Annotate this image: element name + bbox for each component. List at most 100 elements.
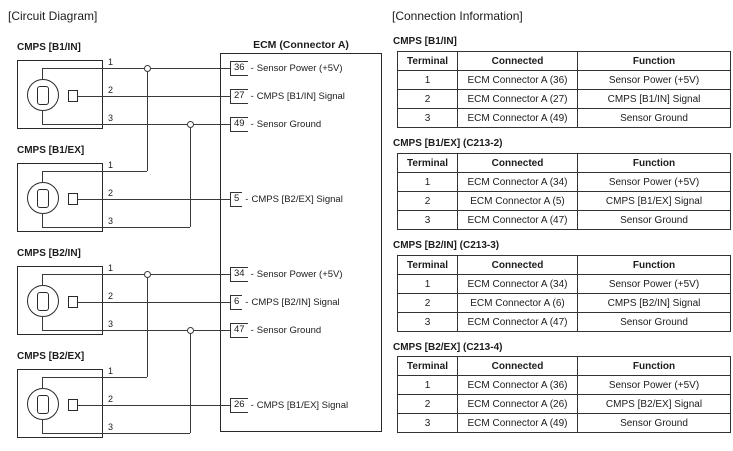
table-cell: Sensor Ground xyxy=(577,108,731,128)
terminal-number: 5 xyxy=(230,191,243,207)
junction-dot xyxy=(144,65,151,72)
terminal-number: 6 xyxy=(230,294,243,310)
wire-b1ex-pin3 xyxy=(42,227,190,228)
table-header-row: Terminal Connected Function xyxy=(397,255,731,275)
sensor-pin-icon xyxy=(68,193,78,205)
table-row: 1 ECM Connector A (34) Sensor Power (+5V… xyxy=(397,172,731,192)
table-cell: ECM Connector A (27) xyxy=(457,89,578,109)
table-cell: 3 xyxy=(397,210,458,230)
table-cell: 3 xyxy=(397,108,458,128)
ecm-terminal-5: 5-CMPS [B2/EX] Signal xyxy=(230,191,343,207)
table-cell: ECM Connector A (36) xyxy=(457,70,578,90)
connector-outline-b2-ex xyxy=(17,369,103,438)
terminal-separator: - xyxy=(250,324,254,336)
ecm-terminal-6: 6-CMPS [B2/IN] Signal xyxy=(230,294,340,310)
sensor-slot-icon xyxy=(37,395,49,414)
wire-b1ex-pin2 xyxy=(78,199,230,200)
wire-segment xyxy=(42,377,43,389)
wire-ground-bus-1 xyxy=(190,124,191,227)
terminal-number: 26 xyxy=(230,397,248,413)
table-cell: 1 xyxy=(397,375,458,395)
table-cell: 2 xyxy=(397,89,458,109)
terminal-function: CMPS [B2/EX] Signal xyxy=(251,193,343,205)
terminal-function: Sensor Power (+5V) xyxy=(256,268,343,280)
connection-table-b2-ex: Terminal Connected Function 1 ECM Connec… xyxy=(397,356,731,433)
connector-label-b1-in: CMPS [B1/IN] xyxy=(17,42,81,53)
connector-label-b2-in: CMPS [B2/IN] xyxy=(17,248,81,259)
column-header-connected: Connected xyxy=(457,51,578,71)
wire-b2ex-pin2 xyxy=(78,405,230,406)
column-header-terminal: Terminal xyxy=(397,255,458,275)
wire-b1in-pin2 xyxy=(78,96,230,97)
connection-table-b1-ex: Terminal Connected Function 1 ECM Connec… xyxy=(397,153,731,230)
wire-b1in-pin1 xyxy=(42,68,230,69)
terminal-function: CMPS [B2/IN] Signal xyxy=(251,296,340,308)
wire-b2ex-pin3 xyxy=(42,433,190,434)
column-header-connected: Connected xyxy=(457,153,578,173)
junction-dot xyxy=(187,327,194,334)
connection-information-title: [Connection Information] xyxy=(392,9,523,23)
column-header-terminal: Terminal xyxy=(397,356,458,376)
terminal-separator: - xyxy=(245,193,249,205)
terminal-function: Sensor Power (+5V) xyxy=(256,62,343,74)
wire-segment xyxy=(42,171,43,183)
table-cell: 2 xyxy=(397,293,458,313)
wire-b2in-pin2 xyxy=(78,302,230,303)
pin-number: 1 xyxy=(108,263,114,273)
column-header-terminal: Terminal xyxy=(397,51,458,71)
sensor-circle-icon xyxy=(27,79,59,111)
wire-b2in-pin3 xyxy=(42,330,230,331)
table-cell: 3 xyxy=(397,413,458,433)
ecm-terminal-26: 26-CMPS [B1/EX] Signal xyxy=(230,397,348,413)
sensor-circle-icon xyxy=(27,182,59,214)
pin-number: 3 xyxy=(108,216,114,226)
table-header-row: Terminal Connected Function xyxy=(397,356,731,376)
table-cell: CMPS [B1/IN] Signal xyxy=(577,89,731,109)
pin-number: 1 xyxy=(108,366,114,376)
column-header-connected: Connected xyxy=(457,255,578,275)
column-header-function: Function xyxy=(577,255,731,275)
wire-segment xyxy=(42,213,43,227)
table-cell: 1 xyxy=(397,70,458,90)
terminal-function: Sensor Ground xyxy=(256,324,322,336)
table-cell: Sensor Ground xyxy=(577,312,731,332)
wire-ground-bus-2 xyxy=(190,330,191,433)
ecm-terminal-36: 36-Sensor Power (+5V) xyxy=(230,60,343,76)
connector-outline-b1-in xyxy=(17,60,103,129)
table-cell: CMPS [B2/IN] Signal xyxy=(577,293,731,313)
sensor-slot-icon xyxy=(37,189,49,208)
table-cell: 2 xyxy=(397,394,458,414)
connector-outline-b1-ex xyxy=(17,163,103,232)
ecm-terminal-49: 49-Sensor Ground xyxy=(230,116,321,132)
table-cell: Sensor Power (+5V) xyxy=(577,172,731,192)
pin-number: 2 xyxy=(108,188,114,198)
terminal-separator: - xyxy=(250,90,254,102)
table-header-row: Terminal Connected Function xyxy=(397,153,731,173)
sensor-circle-icon xyxy=(27,285,59,317)
column-header-terminal: Terminal xyxy=(397,153,458,173)
table-cell: ECM Connector A (34) xyxy=(457,172,578,192)
terminal-number: 34 xyxy=(230,266,248,282)
table-row: 3 ECM Connector A (47) Sensor Ground xyxy=(397,312,731,332)
table-cell: ECM Connector A (47) xyxy=(457,210,578,230)
pin-number: 3 xyxy=(108,113,114,123)
table-cell: Sensor Ground xyxy=(577,210,731,230)
table-row: 3 ECM Connector A (47) Sensor Ground xyxy=(397,210,731,230)
junction-dot xyxy=(144,271,151,278)
ecm-title: ECM (Connector A) xyxy=(253,39,349,51)
ecm-terminal-47: 47-Sensor Ground xyxy=(230,322,321,338)
wire-segment xyxy=(42,316,43,330)
table-header-row: Terminal Connected Function xyxy=(397,51,731,71)
terminal-separator: - xyxy=(245,296,249,308)
wire-b2in-pin1 xyxy=(42,274,230,275)
connection-table-b2-in: Terminal Connected Function 1 ECM Connec… xyxy=(397,255,731,332)
table-cell: Sensor Power (+5V) xyxy=(577,375,731,395)
connector-label-b2-ex: CMPS [B2/EX] xyxy=(17,351,85,362)
connection-table-b1-in: Terminal Connected Function 1 ECM Connec… xyxy=(397,51,731,128)
terminal-separator: - xyxy=(250,118,254,130)
pin-number: 2 xyxy=(108,85,114,95)
terminal-function: Sensor Ground xyxy=(256,118,322,130)
table-row: 2 ECM Connector A (5) CMPS [B1/EX] Signa… xyxy=(397,191,731,211)
table-row: 2 ECM Connector A (6) CMPS [B2/IN] Signa… xyxy=(397,293,731,313)
table-row: 1 ECM Connector A (36) Sensor Power (+5V… xyxy=(397,375,731,395)
